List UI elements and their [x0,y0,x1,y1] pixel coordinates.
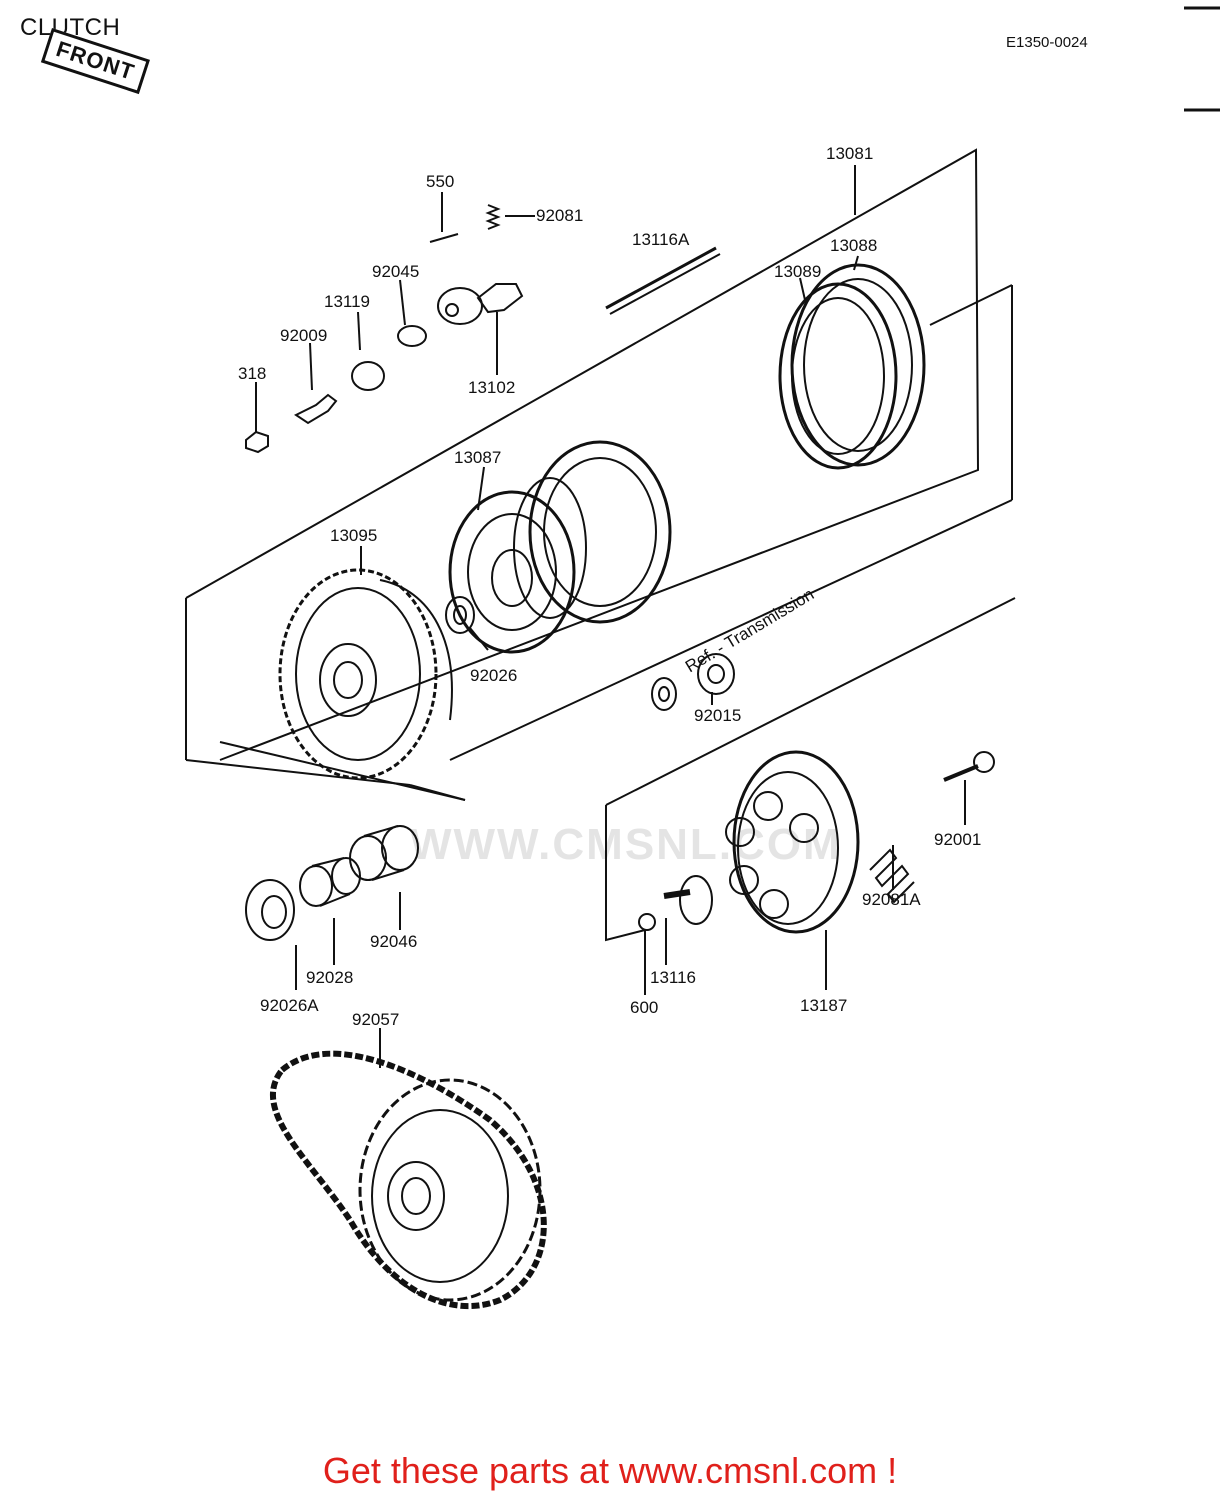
callout-92081: 92081 [536,206,584,225]
callout-13116a: 13116A [632,230,690,249]
drawing-code: E1350-0024 [1006,34,1088,51]
callout-13081: 13081 [826,144,874,163]
callout-92081a: 92081A [862,890,921,909]
callout-92057: 92057 [352,1010,400,1029]
callout-92015: 92015 [694,706,742,725]
callout-13119: 13119 [324,292,371,311]
callout-13095: 13095 [330,526,378,545]
callout-92001: 92001 [934,830,982,849]
callout-13087: 13087 [454,448,502,467]
callout-92028: 92028 [306,968,354,987]
callout-550: 550 [426,172,455,191]
callout-92045: 92045 [372,262,420,281]
callout-13088: 13088 [830,236,878,255]
promo-link[interactable]: Get these parts at www.cmsnl.com ! [322,1450,898,1491]
callout-13089: 13089 [774,262,822,281]
callout-13102: 13102 [468,378,516,397]
callout-92046: 92046 [370,932,418,951]
callout-92026: 92026 [470,666,518,685]
watermark: WWW.CMSNL.COM [410,820,842,869]
callout-92009: 92009 [280,326,328,345]
callout-318: 318 [238,364,267,383]
callout-92026a: 92026A [260,996,319,1015]
callout-13116: 13116 [650,968,697,987]
assembly-frame [185,148,980,761]
callout-600: 600 [630,998,659,1017]
callout-13187: 13187 [800,996,848,1015]
